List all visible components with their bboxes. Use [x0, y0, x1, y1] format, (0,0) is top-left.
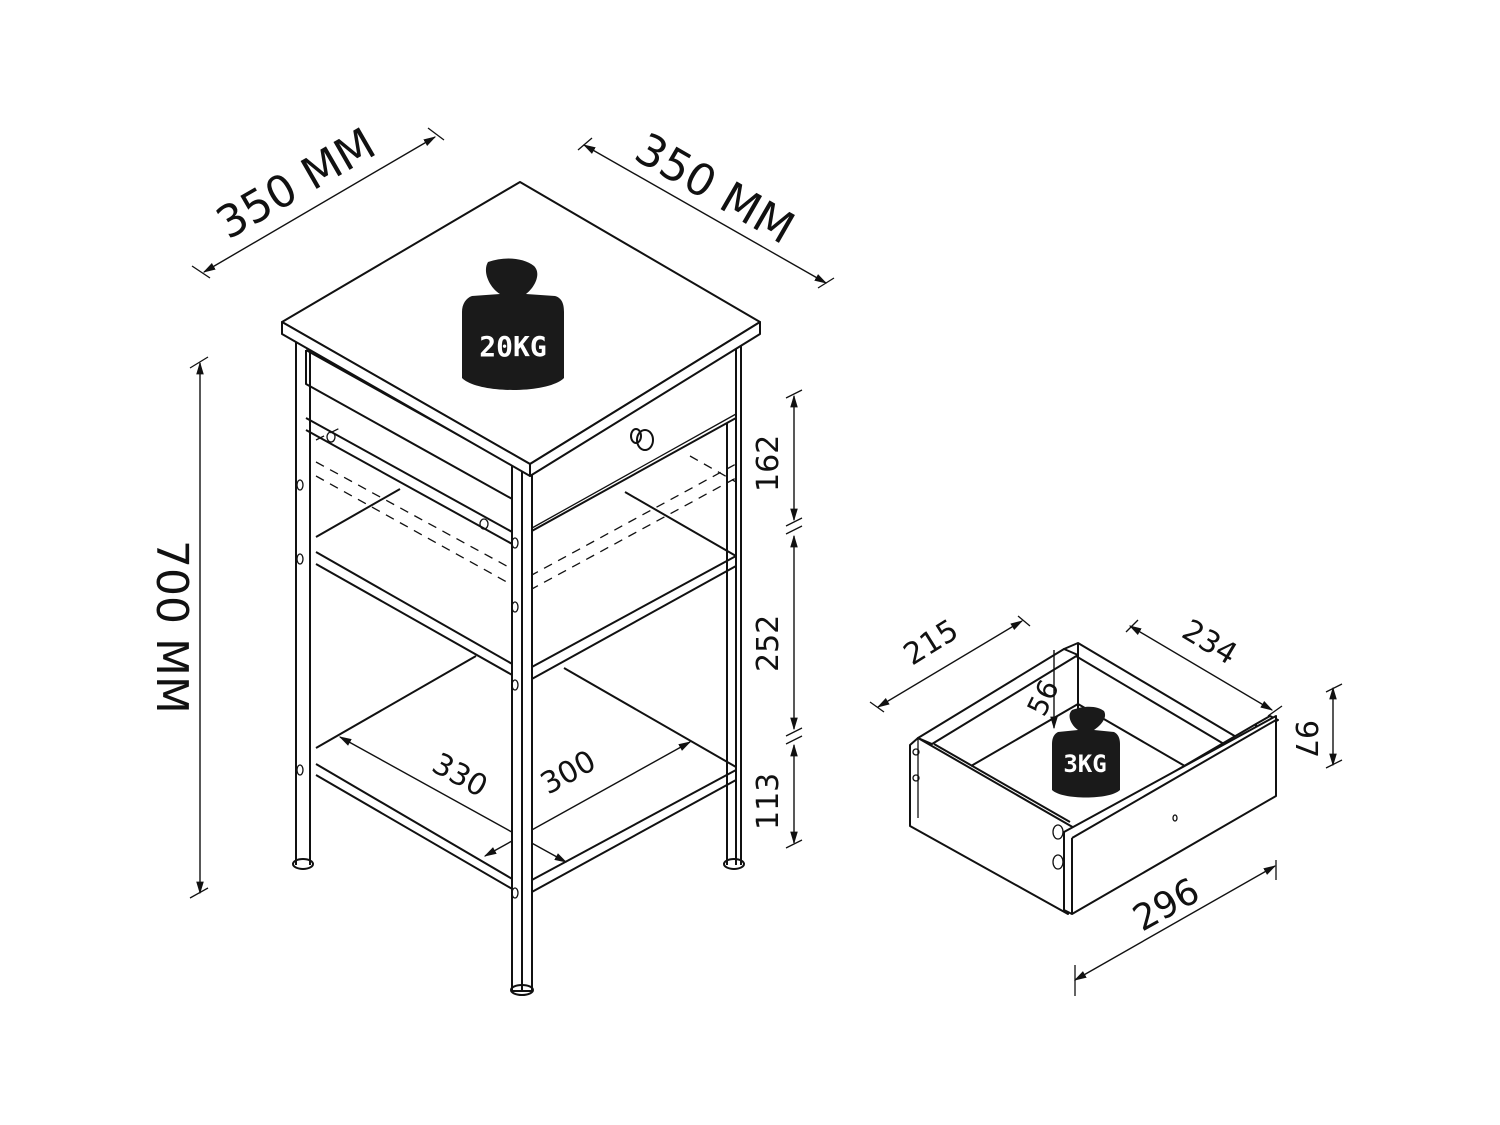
drawer-load-label: 3KG — [1063, 750, 1106, 778]
front-leg — [296, 431, 534, 996]
back-legs — [292, 340, 745, 870]
drawer-inner-depth-label: 215 — [898, 613, 965, 673]
width-label: 350 MM — [208, 118, 384, 249]
height-dimension: 700 MM — [146, 356, 209, 899]
drawer-section-height-label: 162 — [751, 435, 786, 492]
bottom-shelf-depth-label: 300 — [535, 744, 602, 802]
middle-shelf — [315, 488, 737, 681]
hidden-drawer-outline — [315, 427, 737, 591]
drawer-knob-icon — [630, 428, 654, 451]
weight-20kg-icon: 20KG — [462, 258, 564, 390]
depth-label: 350 MM — [627, 123, 803, 254]
drawer-outer-width-label: 296 — [1126, 871, 1206, 940]
drawer-drawing: 3KG 56 215 234 97 296 — [869, 613, 1343, 996]
height-label: 700 MM — [146, 540, 197, 714]
section-heights-dimension: 162 252 113 — [751, 389, 803, 849]
bottom-shelf-width-label: 330 — [426, 746, 493, 804]
bottom-section-height-label: 113 — [751, 773, 786, 830]
top-load-label: 20KG — [479, 330, 546, 363]
weight-3kg-icon: 3KG — [1052, 706, 1120, 798]
nightstand-drawing: 330 300 — [146, 118, 835, 996]
drawer-inner-width-label: 234 — [1176, 613, 1243, 672]
middle-section-height-label: 252 — [751, 615, 786, 672]
drawer-front-height-label: 97 — [1288, 720, 1323, 758]
